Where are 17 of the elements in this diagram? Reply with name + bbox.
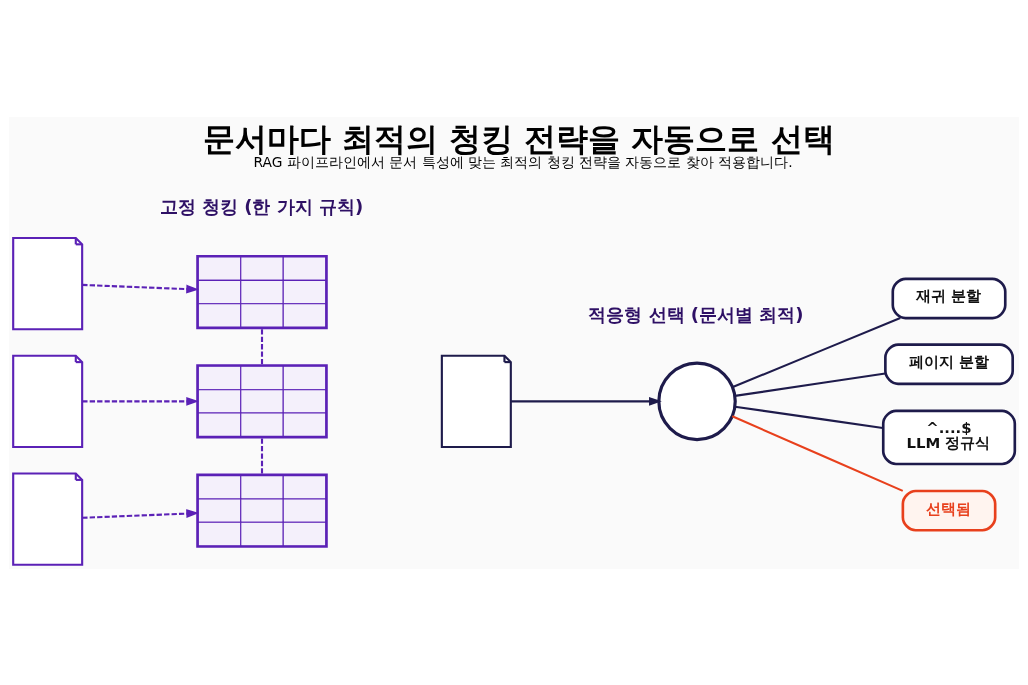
label: 고정 청킹 (한 가지 규칙) — [159, 195, 364, 217]
node-box: ^....$ LLM 정규식 — [881, 409, 1017, 465]
connector — [732, 316, 901, 388]
node-box: 선택됨 — [901, 489, 997, 532]
arrow — [82, 283, 200, 294]
arrow — [511, 396, 662, 406]
connector — [260, 438, 264, 473]
connector — [734, 405, 883, 429]
connector — [260, 328, 264, 364]
arrow — [82, 508, 200, 519]
node-box: 재귀 분할 — [891, 277, 1007, 319]
connector — [734, 372, 886, 397]
arrow — [82, 396, 200, 406]
label: 적응형 선택 (문서별 최적) — [588, 303, 804, 325]
node-circle — [657, 361, 737, 441]
connector — [731, 414, 904, 492]
node-box: 페이지 분할 — [884, 342, 1014, 385]
